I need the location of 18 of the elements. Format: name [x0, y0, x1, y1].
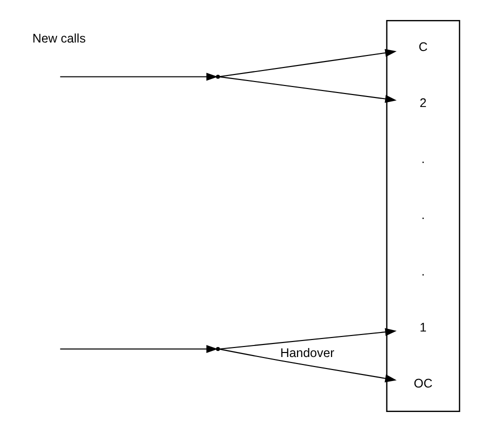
- label: New calls: [32, 32, 86, 46]
- arrow: [60, 345, 218, 354]
- node-point: [215, 347, 220, 352]
- node-text: OC: [413, 376, 432, 391]
- node-text: .: [420, 152, 424, 166]
- node-text: .: [420, 208, 424, 222]
- node-text: C: [418, 40, 428, 54]
- node-point: [215, 74, 220, 79]
- node-text: 1: [419, 320, 426, 334]
- arrow: [60, 72, 218, 81]
- cluster: [386, 20, 460, 412]
- edge-label: Handover: [280, 346, 334, 360]
- node-text: 2: [419, 96, 426, 110]
- arrow: [206, 328, 396, 354]
- arrow: [206, 72, 396, 103]
- node-text: .: [420, 264, 424, 278]
- arrow: [206, 48, 396, 81]
- arrow: [219, 348, 396, 382]
